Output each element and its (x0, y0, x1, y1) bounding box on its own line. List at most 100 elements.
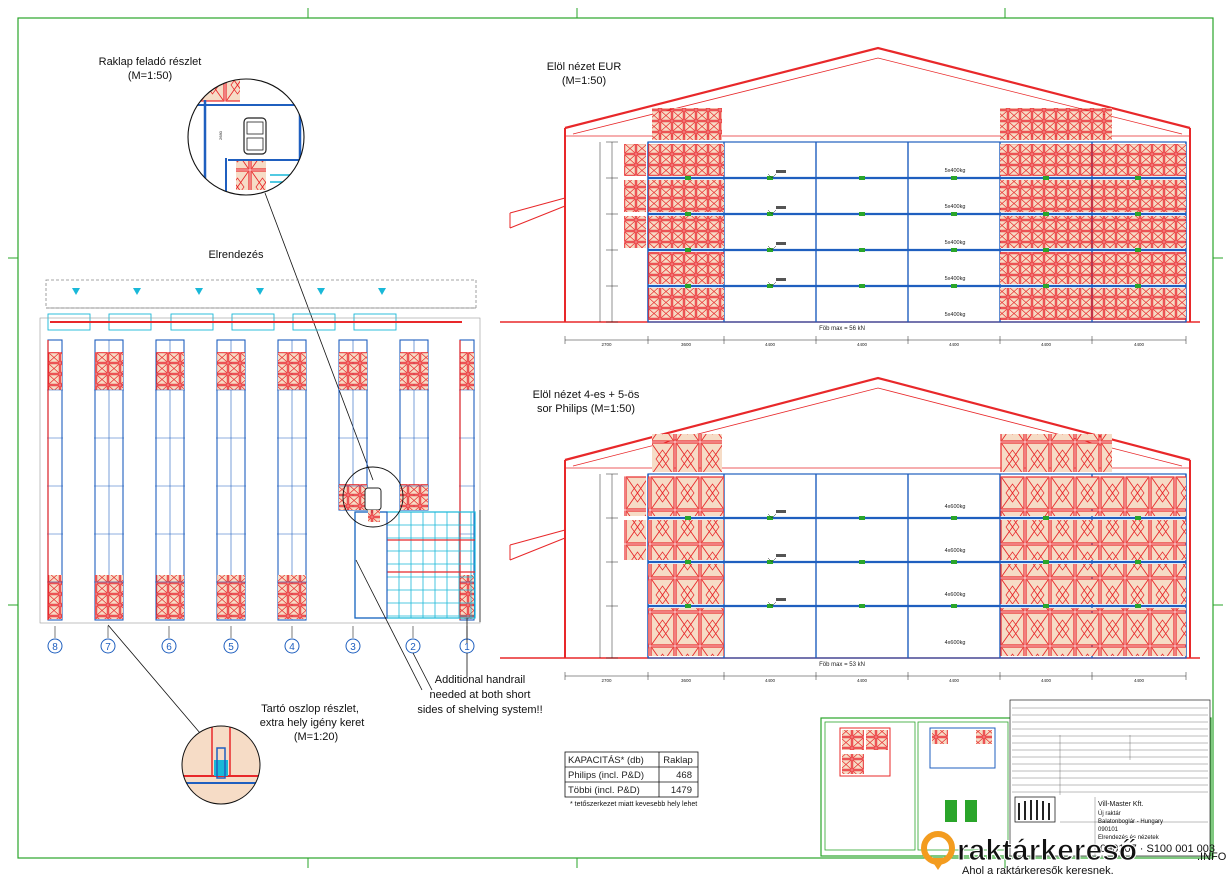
titleblock-drawing-number: 090107 · S100 001 003 (1100, 843, 1215, 855)
column-number: 5 (228, 642, 234, 653)
column-marker (284, 638, 300, 654)
titleblock-company: Vill-Master Kft. (1098, 801, 1143, 808)
load-label: 5x400kg (945, 276, 966, 282)
capacity-title: KAPACITÁS* (db) (568, 755, 644, 766)
column-number: 1 (464, 642, 470, 653)
pallet-block-bottom (278, 575, 306, 619)
pallet-block-bottom (400, 484, 428, 510)
pd-area (354, 511, 476, 619)
pallet-stack-right (1000, 252, 1186, 284)
pallet-stack-edge (624, 180, 646, 212)
pallet-block-top (460, 352, 474, 390)
pallet-stack-right (1000, 608, 1186, 656)
load-label: 4x600kg (945, 504, 966, 510)
pallet-stack-right (1000, 476, 1186, 516)
titleblock-line1: Új raktár (1098, 810, 1121, 817)
capacity-row-other-value: 1479 (671, 785, 692, 796)
pallet-stack-right (1000, 288, 1186, 320)
dimension-label: 4400 (1134, 678, 1145, 683)
pallet-stack-left (648, 608, 724, 656)
arrow-icon (195, 288, 203, 295)
pallet-block-top (400, 352, 428, 390)
dimension-label: 4400 (1041, 678, 1052, 683)
watermark-tagline: Ahol a raktárkeresők keresnek. (962, 865, 1114, 877)
pallet-block-top (48, 352, 62, 390)
pallet-stack-edge (624, 144, 646, 176)
dimension-label: 2700 (601, 678, 612, 683)
detail-column-scale: (M=1:20) (294, 731, 338, 743)
pallet-top-left (652, 434, 722, 472)
detail-column-title-2: extra hely igény keret (260, 717, 365, 729)
dimension-label: 2700 (601, 342, 612, 347)
dimension-label: 4400 (949, 342, 960, 347)
arrow-icon (72, 288, 80, 295)
frame-tick-marks (8, 8, 1223, 868)
sheet-frame (17, 17, 1214, 859)
dimension-label: 4400 (765, 342, 776, 347)
pallet-stack-left (648, 476, 724, 516)
pallet-block-top (339, 352, 367, 390)
capacity-table: KAPACITÁS* (db) Raklap Philips (incl. P&… (564, 751, 699, 808)
arrow-icon (133, 288, 141, 295)
pallet-stack-right (1000, 216, 1186, 248)
load-label: 5x400kg (945, 312, 966, 318)
load-label: 4x600kg (945, 548, 966, 554)
pallet-block-top (278, 352, 306, 390)
column-number: 6 (166, 642, 172, 653)
pallet-stack-left (648, 216, 724, 248)
column-marker (223, 638, 239, 654)
pallet-top-right (1000, 434, 1112, 472)
load-label: 4x600kg (945, 592, 966, 598)
pallet-block-top (217, 352, 245, 390)
column-number: 7 (105, 642, 111, 653)
detail-pallet-dim: 2680 (218, 130, 223, 140)
dimension-label: 3600 (681, 678, 692, 683)
front-eur-scale: (M=1:50) (562, 75, 606, 87)
floor-load: Föb max = 53 kN (819, 662, 865, 668)
column-number: 3 (350, 642, 356, 653)
dimension-label: 4400 (765, 678, 776, 683)
detail-pallet-scale: (M=1:50) (128, 70, 172, 82)
column-number: 8 (52, 642, 58, 653)
detail-column-title-1: Tartó oszlop részlet, (261, 703, 359, 715)
detail-leader-1 (264, 192, 374, 481)
handrail-note-line3: sides of shelving system!! (417, 704, 542, 716)
pallet-block-bottom (156, 575, 184, 619)
detail-pallet-circle: 2680 (187, 78, 305, 196)
front-philips-title-1: Elöl nézet 4-es + 5-ös (533, 389, 640, 401)
pallet-block-bottom (48, 575, 62, 619)
dock-arrows (47, 288, 397, 331)
pallet-block-bottom (95, 575, 123, 619)
column-marker (345, 638, 361, 654)
pallet-stack-edge (624, 520, 646, 560)
title-block: Vill-Master Kft. Új raktár Balatonboglár… (820, 699, 1215, 857)
watermark-suffix: .INFO (1197, 851, 1227, 863)
roof-outline (564, 46, 1191, 130)
detail-pallet-title: Raklap feladó részlet (99, 56, 202, 68)
column-number: 4 (289, 642, 295, 653)
column-marker (100, 638, 116, 654)
load-label: 4x600kg (945, 640, 966, 646)
front-philips-title-2: sor Philips (M=1:50) (537, 403, 635, 415)
pallet-top-right (1000, 108, 1112, 140)
pallet-block-top (95, 352, 123, 390)
watermark-brand: raktárkereső (957, 834, 1137, 867)
layout-title: Elrendezés (208, 249, 264, 261)
titleblock-line3: 090101 (1098, 827, 1119, 833)
pallet-stack-right (1000, 180, 1186, 212)
titleblock-line2: Balatonboglár - Hungary (1098, 819, 1163, 825)
dimension-label: 3600 (681, 342, 692, 347)
canopy (509, 529, 566, 561)
dimension-label: 4400 (857, 678, 868, 683)
load-label: 5x400kg (945, 168, 966, 174)
column-marker (161, 638, 177, 654)
pallet-stack-edge (624, 476, 646, 516)
capacity-row-philips-value: 468 (676, 770, 692, 781)
load-label: 5x400kg (945, 204, 966, 210)
pallet-block-bottom (460, 575, 474, 619)
